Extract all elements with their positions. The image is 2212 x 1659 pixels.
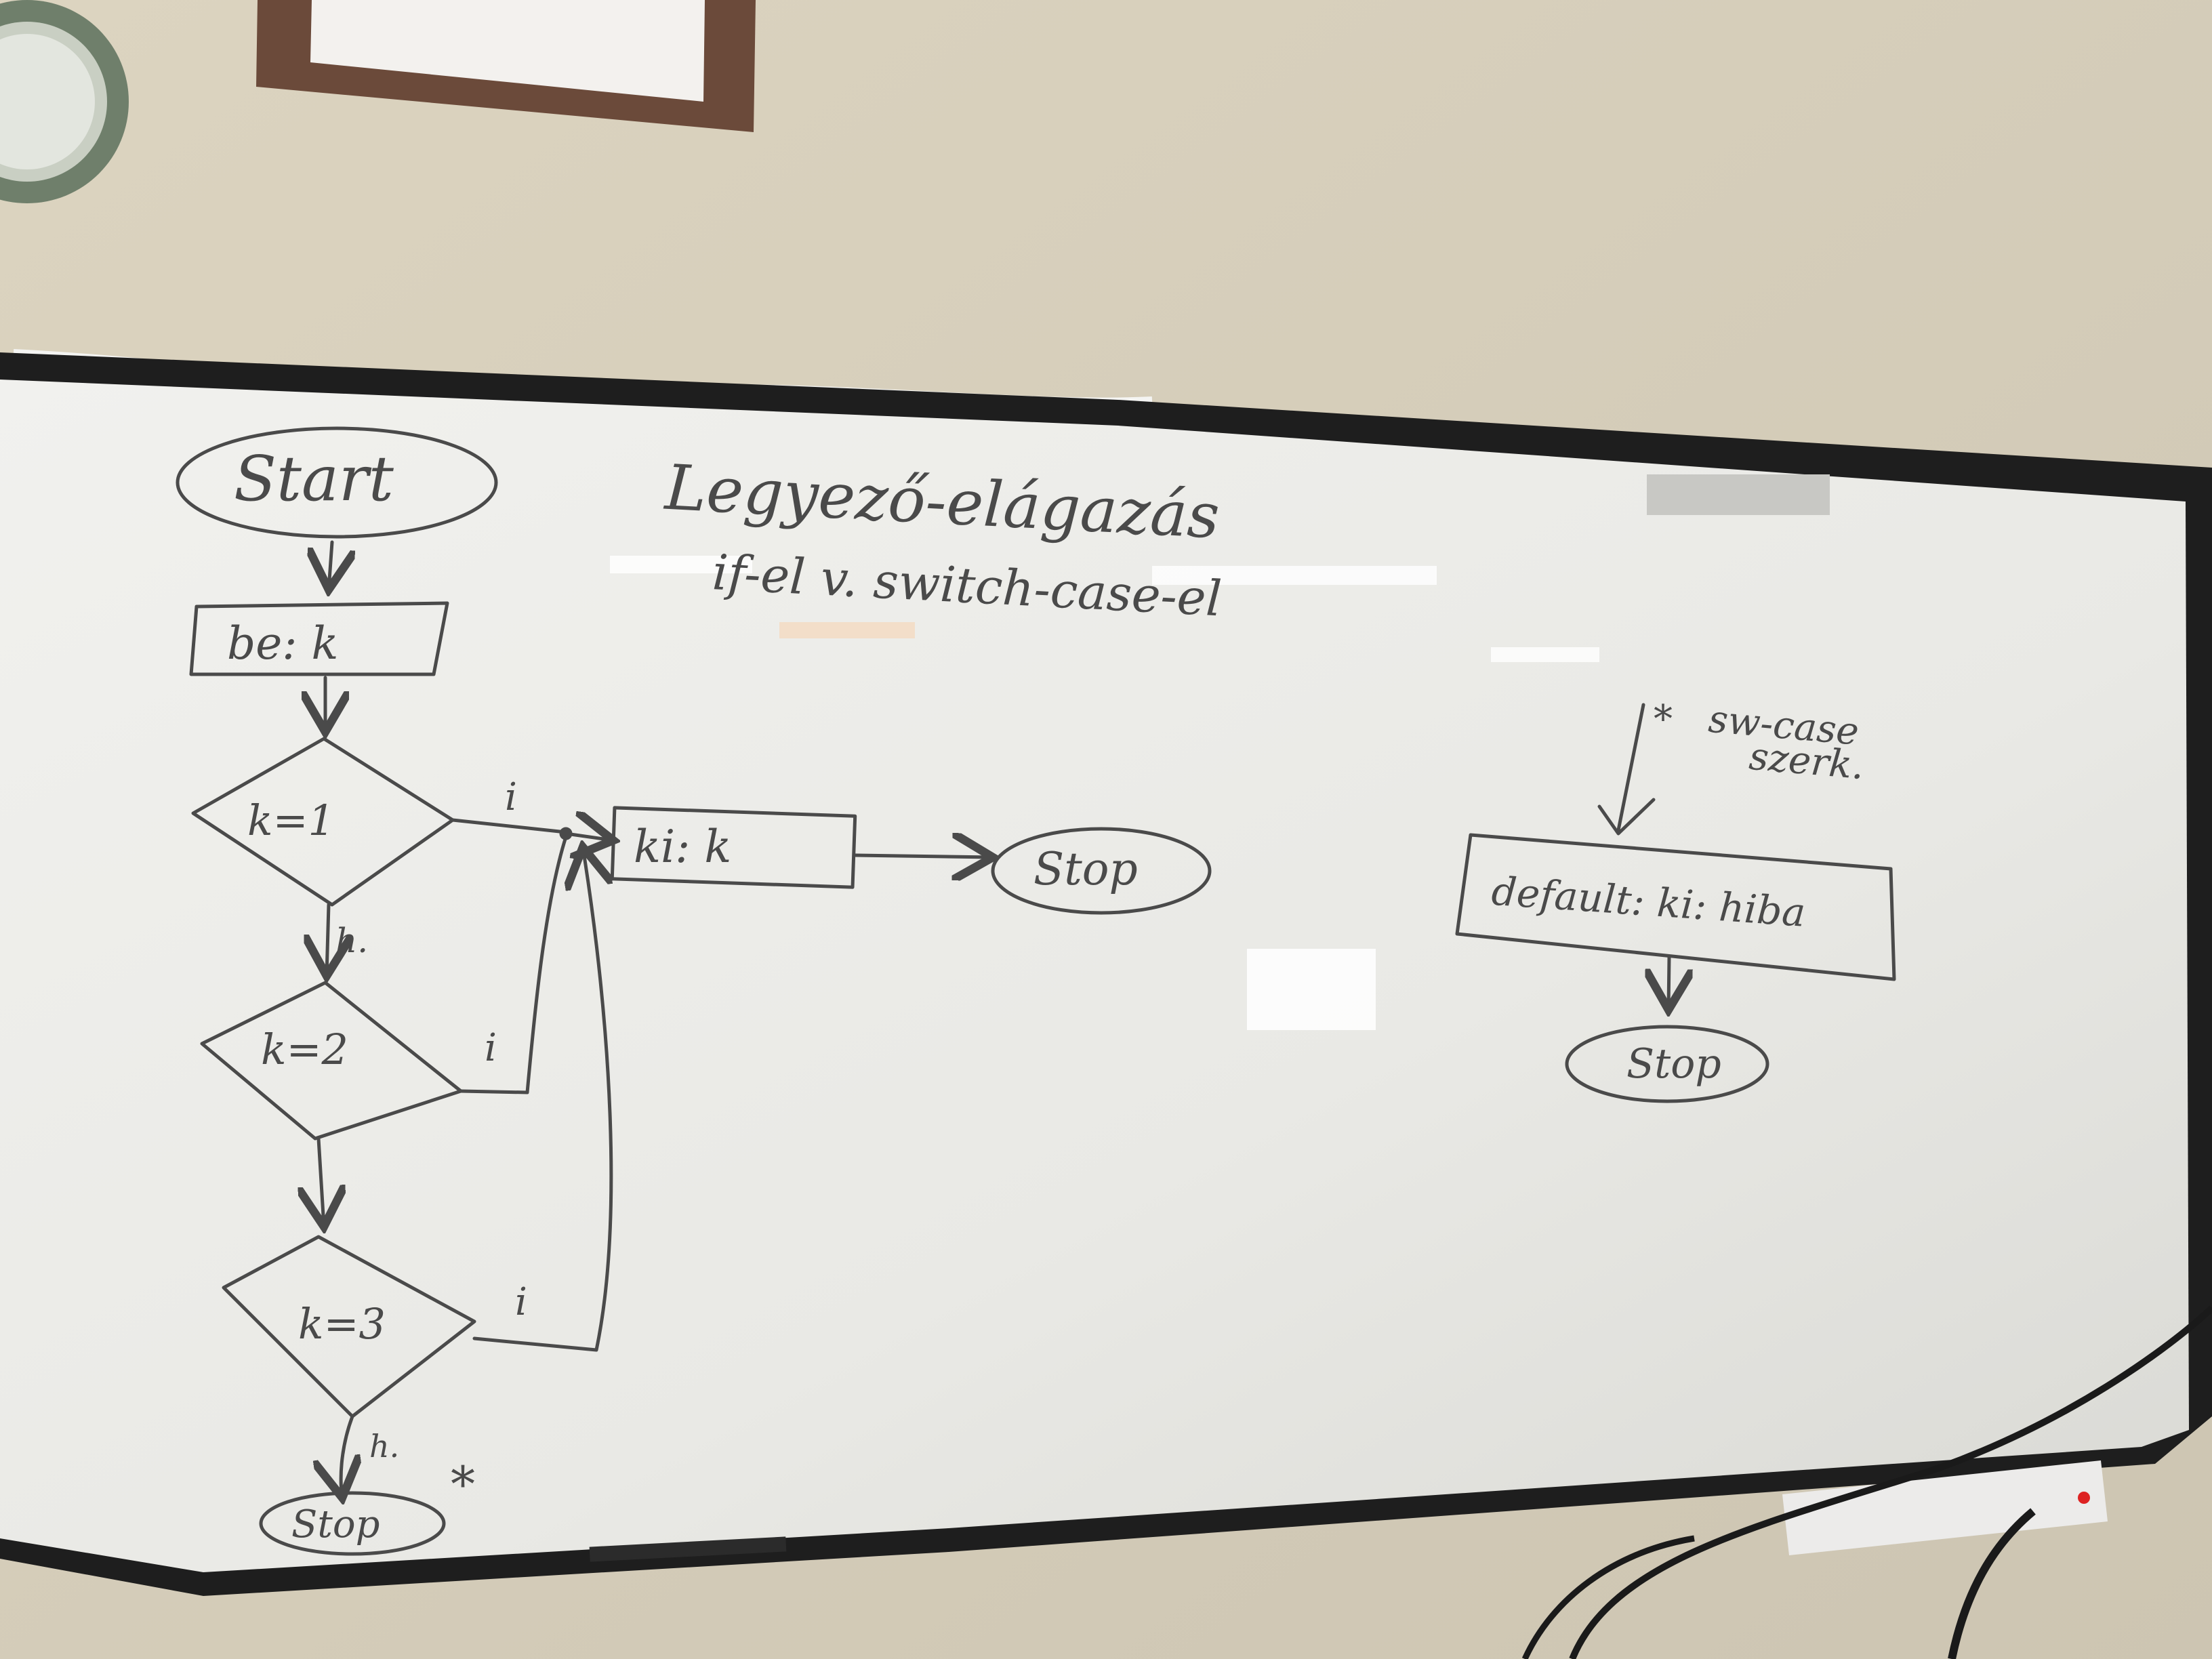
yes-label-1: i	[505, 775, 517, 819]
stop-main-label: Stop	[1033, 843, 1138, 895]
stop-bottom-label: Stop	[291, 1502, 380, 1547]
cond1-diamond	[191, 737, 455, 907]
brand-label	[1647, 474, 1830, 515]
output-label: ki: k	[634, 821, 731, 873]
input-box	[189, 601, 449, 676]
output-box	[610, 806, 857, 889]
no-label-1: h.	[335, 921, 368, 960]
stop-right-label: Stop	[1626, 1040, 1721, 1088]
stop-oval	[991, 827, 1212, 915]
stop-right-oval	[1565, 1025, 1769, 1103]
cable	[1948, 1508, 2036, 1659]
no-label-2: h.	[369, 1428, 399, 1465]
yes-label-3: i	[515, 1280, 527, 1324]
cable	[1569, 1305, 2212, 1659]
flowchart-drawing	[176, 426, 1896, 1556]
start-label: Start	[234, 443, 394, 515]
asterisk-label: *	[451, 1456, 475, 1513]
power-strip	[1521, 1305, 2212, 1659]
light-reflection	[779, 622, 915, 638]
light-reflection	[1491, 647, 1599, 662]
yes-label-2: i	[485, 1026, 497, 1070]
note-line2: szerk.	[1747, 735, 1866, 789]
light-reflection	[1247, 949, 1376, 1030]
cond3-label: k=3	[298, 1299, 386, 1349]
whiteboard-surface	[0, 380, 2189, 1572]
start-oval	[176, 426, 498, 539]
wall-clock	[0, 0, 129, 203]
whiteboard	[0, 352, 2212, 1596]
default-box	[1455, 833, 1896, 981]
cond2-diamond	[200, 981, 463, 1141]
cable	[1521, 1535, 1695, 1659]
cond1-label: k=1	[247, 796, 335, 845]
cond2-label: k=2	[261, 1025, 348, 1074]
picture-frame	[256, 0, 756, 132]
input-label: be: k	[227, 617, 339, 670]
light-reflection	[610, 556, 752, 573]
note-asterisk: *	[1654, 697, 1673, 741]
marker-tray	[589, 1536, 787, 1562]
light-reflection	[1152, 566, 1437, 585]
stop-bottom-oval	[259, 1491, 446, 1556]
